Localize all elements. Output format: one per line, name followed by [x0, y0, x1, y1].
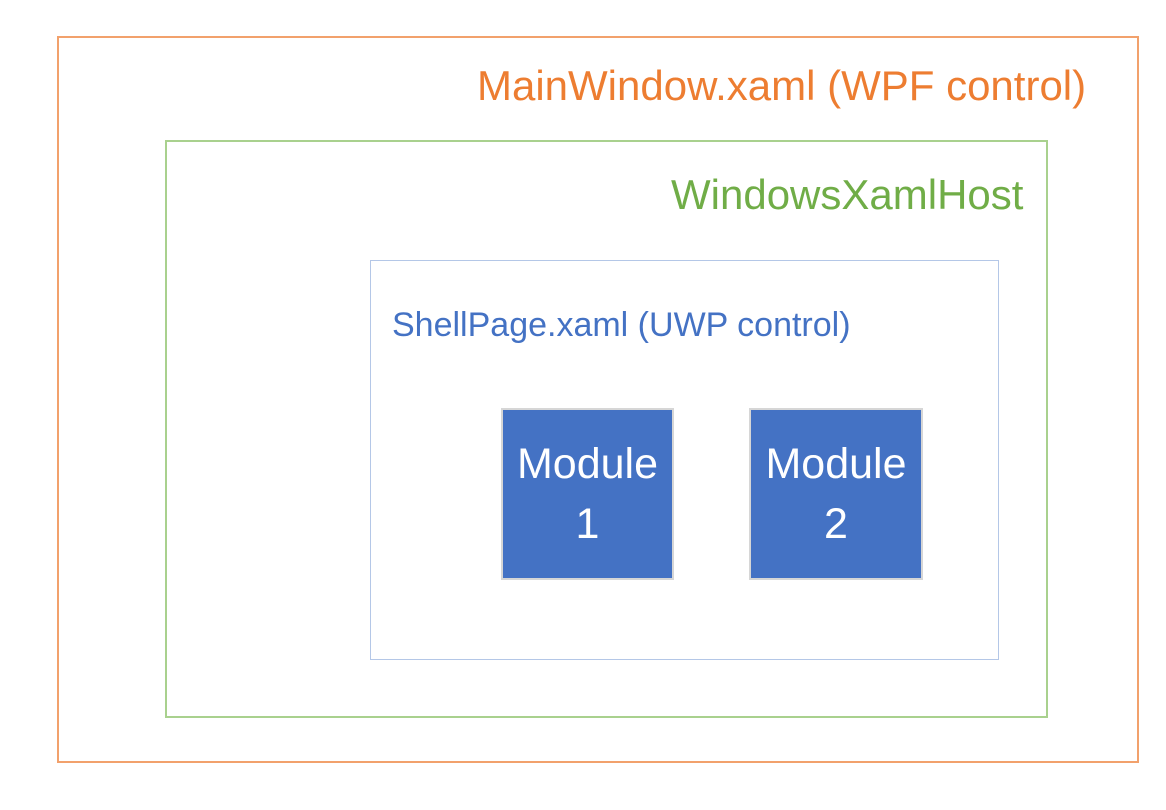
mainwindow-wpf-label: MainWindow.xaml (WPF control): [477, 62, 1087, 109]
module-1-box: Module 1: [501, 408, 674, 580]
windowsxamlhost-label: WindowsXamlHost: [671, 171, 1024, 218]
shellpage-uwp-box: [370, 260, 999, 660]
shellpage-uwp-label: ShellPage.xaml (UWP control): [392, 306, 851, 344]
windowsxamlhost-box: [165, 140, 1048, 718]
module-2-label-line2: 2: [824, 500, 848, 548]
mainwindow-wpf-box: [57, 36, 1139, 763]
module-1-label-line1: Module: [516, 440, 659, 488]
module-2-box: Module 2: [749, 408, 923, 580]
module-2-label-line1: Module: [765, 440, 907, 488]
module-1-label-line2: 1: [575, 500, 600, 548]
